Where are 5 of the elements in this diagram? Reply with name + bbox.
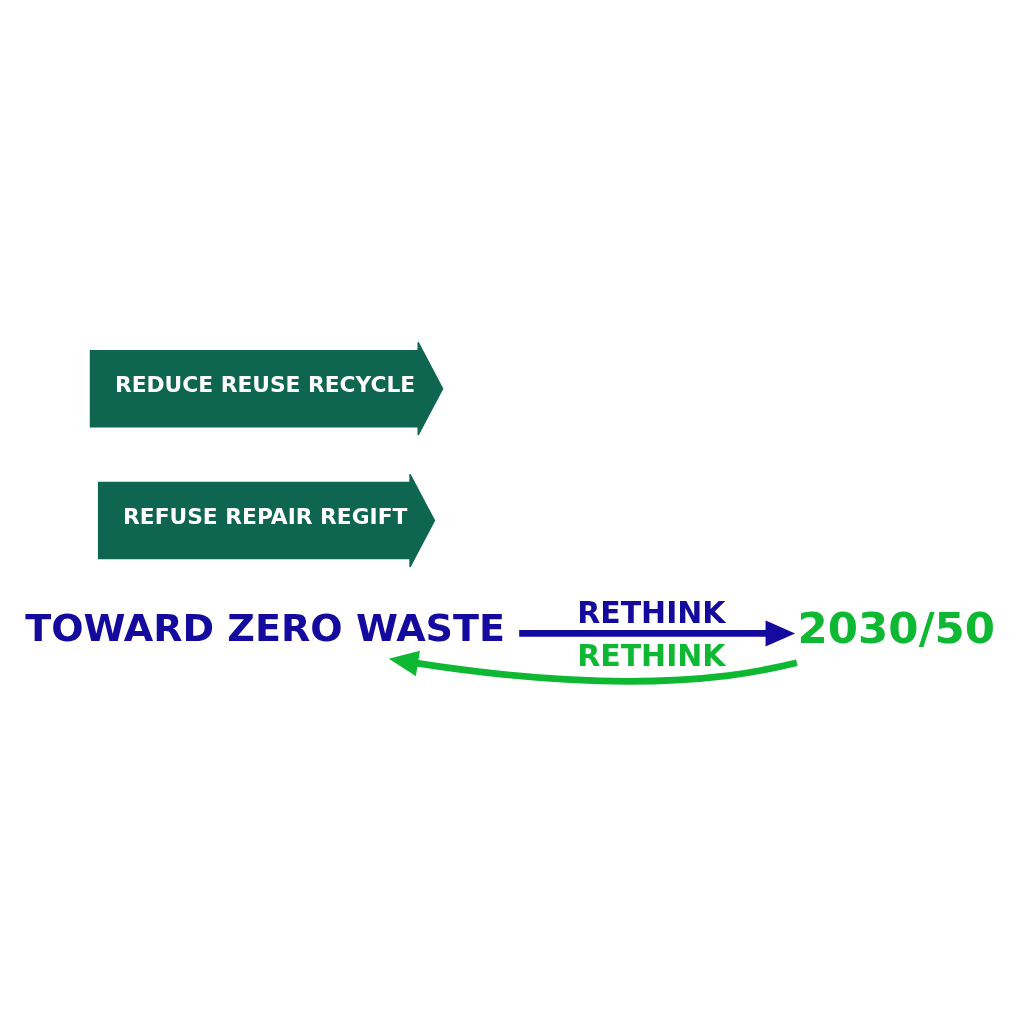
arrow	[388, 650, 798, 685]
edge-label: RETHINK	[577, 595, 726, 631]
node-text: 2030/50	[797, 603, 996, 654]
edge-label: RETHINK	[577, 637, 726, 673]
node-text: TOWARD ZERO WASTE	[25, 606, 506, 651]
